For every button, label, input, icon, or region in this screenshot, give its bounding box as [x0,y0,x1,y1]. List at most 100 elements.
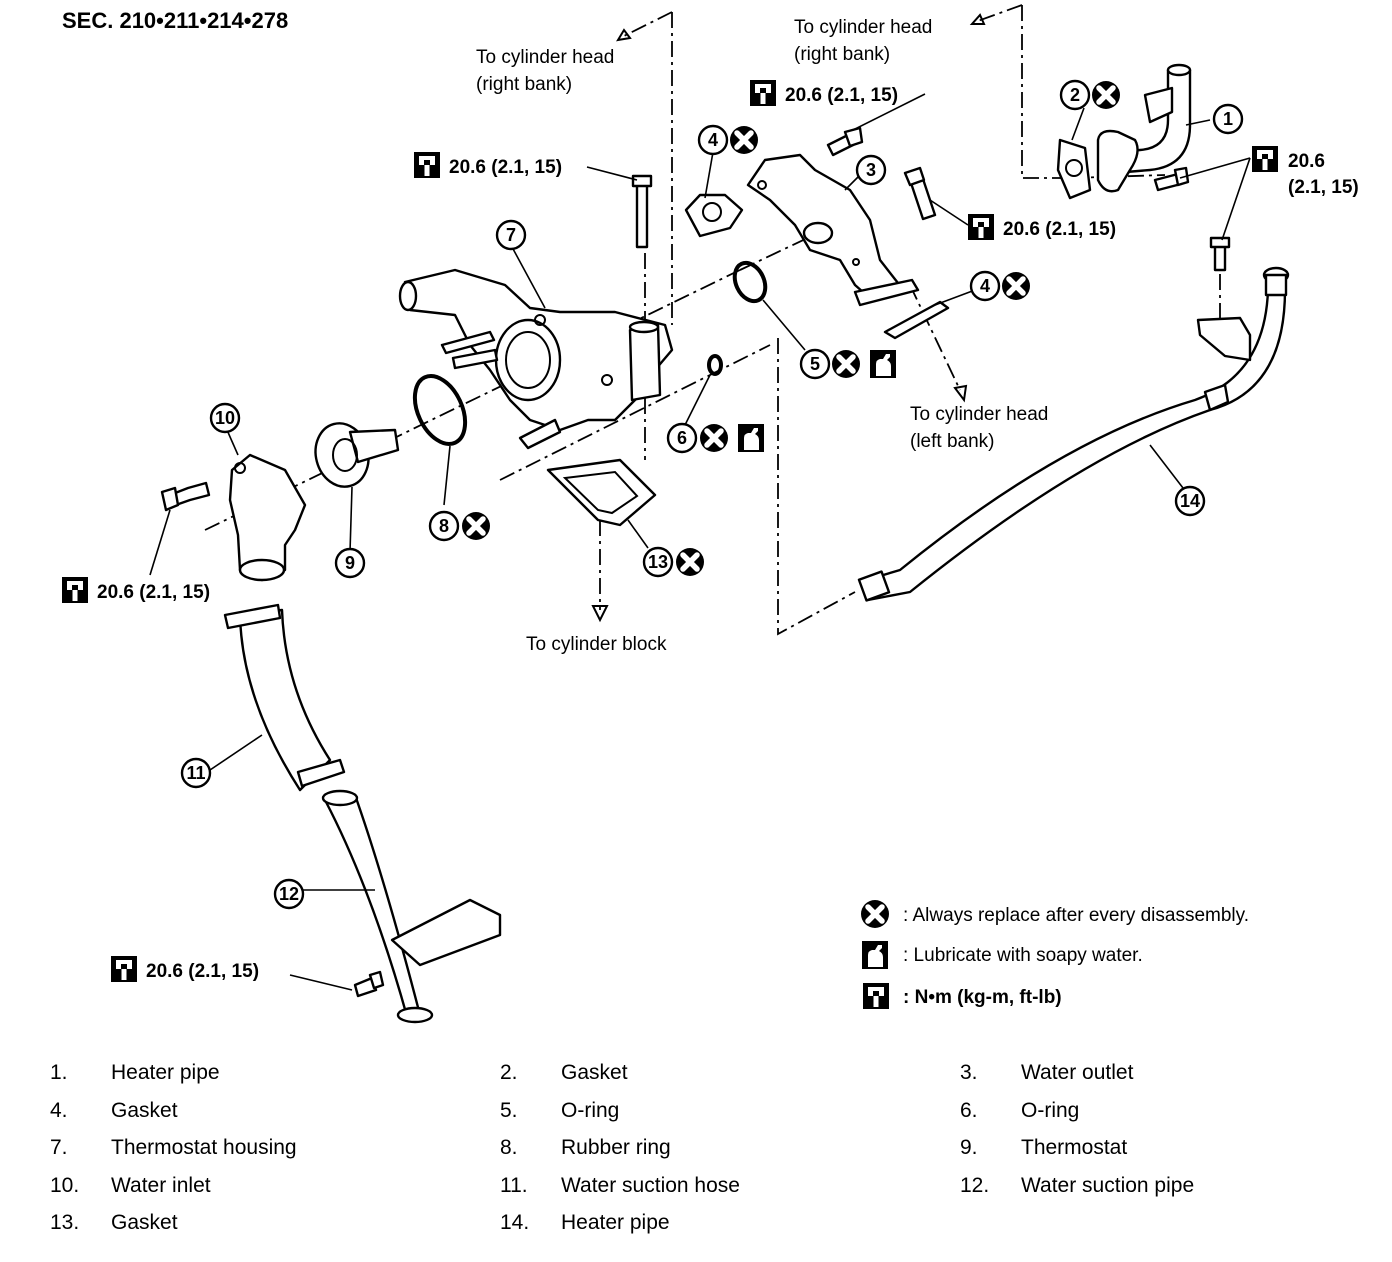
legend-lubricate: : Lubricate with soapy water. [903,945,1143,966]
replace-x-icon [462,512,490,540]
water-inlet [228,453,307,582]
callout-4a: 4 [697,124,729,156]
svg-text:(2.1, 15): (2.1, 15) [1288,177,1359,198]
legend-torque-units: : N•m (kg-m, ft-lb) [903,987,1062,1008]
svg-text:20.6 (2.1, 15): 20.6 (2.1, 15) [785,85,898,106]
svg-text:1: 1 [1223,109,1233,129]
heater-pipe-upper [1096,63,1192,193]
svg-text:20.6 (2.1, 15): 20.6 (2.1, 15) [1003,219,1116,240]
gasket-2-hole [1065,159,1083,177]
gasket-13 [546,458,657,527]
replace-x-icon [730,126,758,154]
replace-x-icon [700,424,728,452]
callout-8: 8 [428,510,460,542]
heater-pipe-long [857,266,1290,602]
torque-wrench-icon [863,983,889,1009]
water-outlet [746,153,920,307]
callout-11: 11 [180,757,212,789]
callout-14: 14 [1174,485,1206,517]
bolt-outlet-right [903,166,937,221]
soapy-water-icon [862,941,888,969]
callout-13: 13 [642,546,674,578]
callout-4b: 4 [969,270,1001,302]
torque-wrench-icon [62,577,88,603]
svg-text:20.6: 20.6 [1288,151,1325,172]
callout-10: 10 [209,402,241,434]
torque-label-outlet-right: 20.6 (2.1, 15) [968,214,1116,240]
gasket-4-upper-hole [702,202,722,222]
legend: : Always replace after every disassembly… [861,900,1249,1009]
label-to-cyl-head-right-1b: (right bank) [476,74,572,95]
gasket-2 [1056,138,1092,200]
o-ring-6 [707,354,723,376]
bolt-heater-upper [1153,166,1190,192]
svg-text:9: 9 [345,553,355,573]
replace-x-icon [1092,81,1120,109]
replace-x-icon [861,900,889,928]
water-suction-hose [223,603,346,792]
label-to-cyl-head-left-a: To cylinder head [910,404,1048,425]
callout-1: 1 [1212,103,1244,135]
svg-text:4: 4 [980,276,990,296]
torque-label-inlet: 20.6 (2.1, 15) [62,577,210,603]
o-ring-5 [732,260,768,304]
legend-replace: : Always replace after every disassembly… [903,905,1249,926]
label-to-cyl-block: To cylinder block [526,634,667,655]
bolt-tq-top [631,174,653,249]
svg-text:4: 4 [708,130,718,150]
callout-6: 6 [666,422,698,454]
bolt-heater-long [1209,236,1231,272]
gasket-4-lower [883,300,950,340]
bolts [160,126,1231,998]
label-to-cyl-head-left-b: (left bank) [910,431,994,452]
svg-text:12: 12 [279,884,299,904]
replace-x-icon [676,548,704,576]
leader-lines [149,93,1251,991]
torque-wrench-icon [968,214,994,240]
torque-wrench-icon [1252,146,1278,172]
gasket-13-inner [562,470,639,515]
callout-12: 12 [273,878,305,910]
torque-wrench-icon [414,152,440,178]
callout-5: 5 [799,348,831,380]
bolt-outlet-upper [826,126,864,157]
bolt-inlet [160,481,211,512]
svg-text:6: 6 [677,428,687,448]
thermostat [314,422,400,488]
label-to-cyl-head-right-2b: (right bank) [794,44,890,65]
svg-text:5: 5 [810,354,820,374]
svg-text:3: 3 [866,160,876,180]
torque-label-outlet: 20.6 (2.1, 15) [750,80,898,106]
thermostat-housing [398,268,674,450]
torque-wrench-icon [111,956,137,982]
svg-text:20.6 (2.1, 15): 20.6 (2.1, 15) [97,582,210,603]
water-suction-pipe [321,789,502,1024]
torque-wrench-icon [750,80,776,106]
soapy-water-icon [738,424,764,452]
torque-label-pipe: 20.6 (2.1, 15) [111,956,259,982]
torque-label-heater: 20.6 (2.1, 15) [1252,146,1359,198]
svg-text:20.6 (2.1, 15): 20.6 (2.1, 15) [146,961,259,982]
flow-lines [204,4,1221,636]
label-to-cyl-head-right-2a: To cylinder head [794,17,932,38]
svg-text:13: 13 [648,552,668,572]
callout-2: 2 [1059,79,1091,111]
gasket-4-upper [684,193,744,238]
callout-7: 7 [495,219,527,251]
replace-x-icon [832,350,860,378]
svg-text:2: 2 [1070,85,1080,105]
soapy-water-icon [870,350,896,378]
callouts: 1 2 3 4 4 5 6 7 8 9 10 11 12 13 14 [180,79,1244,910]
svg-text:11: 11 [186,763,205,783]
callout-3: 3 [855,154,887,186]
svg-text:14: 14 [1180,491,1200,511]
bolt-pipe-lower [353,970,385,998]
torque-label-top: 20.6 (2.1, 15) [414,152,562,178]
svg-text:8: 8 [439,516,449,536]
rubber-ring-8 [412,374,468,446]
section-title: SEC. 210•211•214•278 [62,8,288,33]
replace-x-icon [1002,272,1030,300]
label-to-cyl-head-right-1a: To cylinder head [476,47,614,68]
svg-text:7: 7 [506,225,516,245]
